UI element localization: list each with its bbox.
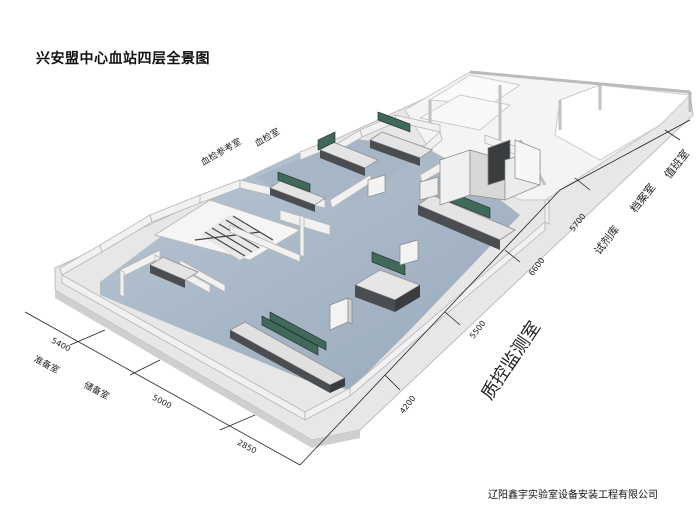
company-name: 辽阳鑫宇实验室设备安装工程有限公司 bbox=[488, 490, 658, 501]
right-rooms bbox=[404, 70, 692, 201]
cabinets bbox=[329, 139, 541, 331]
page-title: 兴安盟中心血站四层全景图 bbox=[36, 51, 210, 67]
dimension-lines bbox=[24, 119, 691, 466]
benches bbox=[148, 111, 517, 393]
